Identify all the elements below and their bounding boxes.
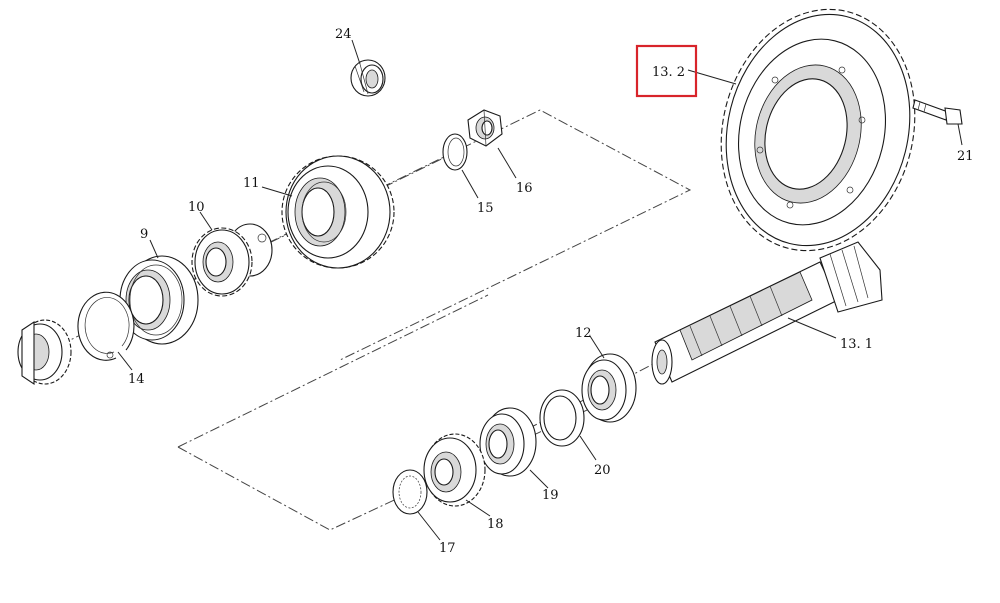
label-20: 20 — [594, 463, 611, 478]
snap-ring-14 — [77, 291, 135, 361]
circlip-15 — [442, 133, 468, 171]
label-15: 15 — [477, 201, 494, 216]
highlight-box-13-2 — [635, 44, 698, 98]
bearing-12 — [581, 353, 637, 423]
label-10: 10 — [188, 200, 205, 215]
label-13-1: 13. 1 — [840, 337, 873, 352]
lower-assembly-outline — [177, 389, 631, 531]
bearing-19 — [479, 407, 537, 477]
label-13-2: 13. 2 — [652, 65, 685, 80]
pinion-shaft-13-1 — [651, 241, 883, 385]
label-17: 17 — [439, 541, 456, 556]
label-9: 9 — [140, 227, 148, 242]
gear-18 — [423, 433, 486, 507]
label-11: 11 — [243, 176, 260, 191]
crown-wheel-13-2 — [720, 8, 916, 252]
nut-16 — [467, 109, 503, 147]
bolt-21 — [912, 99, 963, 125]
synchro-sleeve-9 — [119, 255, 199, 345]
label-18: 18 — [487, 517, 504, 532]
upper-assembly-outline — [89, 109, 692, 361]
label-16: 16 — [516, 181, 533, 196]
shim-washer-20 — [539, 389, 585, 447]
spur-gear-11 — [281, 155, 395, 269]
splined-washer-17 — [392, 469, 428, 515]
label-19: 19 — [542, 488, 559, 503]
needle-bearing-24 — [350, 59, 386, 97]
small-drive-gear — [17, 319, 72, 386]
leader-lines — [117, 39, 963, 541]
label-21: 21 — [957, 149, 974, 164]
gear-hub-10 — [191, 223, 273, 297]
lower-outline-top-edge — [177, 294, 489, 448]
label-24: 24 — [335, 27, 352, 42]
label-14: 14 — [128, 372, 145, 387]
label-12: 12 — [575, 326, 592, 341]
